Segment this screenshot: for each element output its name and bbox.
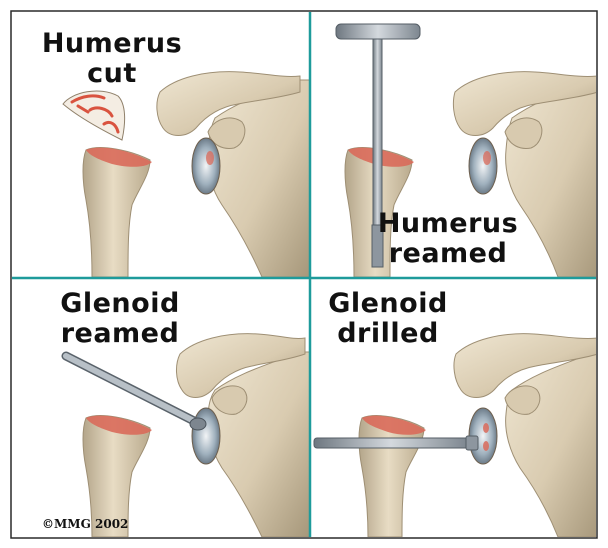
glenoid-surface bbox=[192, 138, 220, 194]
drill-guide-shaft bbox=[314, 438, 468, 448]
drill-hole-upper bbox=[483, 423, 489, 433]
caption-2-line-1: Humerus bbox=[378, 208, 518, 239]
glenoid-reamer-head bbox=[190, 418, 206, 430]
caption-3-line-2: reamed bbox=[61, 318, 180, 349]
caption-4-line-2: drilled bbox=[337, 318, 439, 349]
caption-1-line-1: Humerus bbox=[42, 28, 182, 59]
reamer-handle bbox=[336, 24, 420, 39]
drill-hole-lower bbox=[483, 441, 489, 451]
glenoid-surface bbox=[192, 408, 220, 464]
glenoid-surface bbox=[469, 138, 497, 194]
copyright-notice: ©MMG 2002 bbox=[42, 517, 128, 531]
drill-guide-tip bbox=[466, 436, 478, 450]
glenoid-highlight bbox=[206, 151, 214, 165]
caption-1-line-2: cut bbox=[87, 58, 137, 89]
caption-4-line-1: Glenoid bbox=[328, 288, 448, 319]
caption-2-line-2: reamed bbox=[389, 238, 508, 269]
caption-3-line-1: Glenoid bbox=[60, 288, 180, 319]
glenoid-highlight bbox=[483, 151, 491, 165]
